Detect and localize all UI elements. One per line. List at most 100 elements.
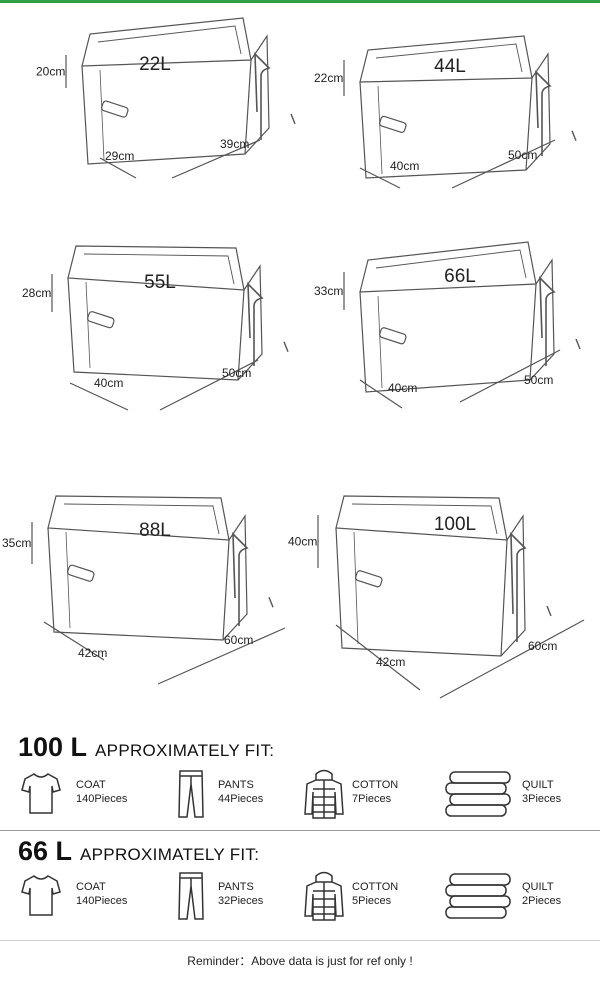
- box-lid: [67, 245, 245, 291]
- fit-item-name: COAT: [76, 779, 106, 791]
- zipper-pull: [546, 605, 552, 617]
- lid-zip-line: [83, 253, 235, 285]
- width-label: 39cm: [220, 137, 249, 151]
- zipper-pull: [571, 130, 577, 142]
- depth-dimension-line: [359, 167, 401, 189]
- zipper-pull: [575, 338, 581, 350]
- box-handle: [87, 311, 115, 329]
- box-seam: [377, 295, 383, 389]
- zipper-pull: [290, 113, 296, 125]
- fit-row-100: COAT 140Pieces PANTS 44Pieces COTTON 7Pi…: [0, 764, 600, 826]
- height-label: 33cm: [314, 284, 343, 298]
- fit-item-count: 7Pieces: [352, 793, 392, 805]
- box-seam: [85, 281, 91, 369]
- width-dimension-line: [159, 359, 259, 411]
- height-label: 22cm: [314, 71, 343, 85]
- box-seam: [377, 85, 383, 175]
- box-window: [535, 69, 552, 156]
- capacity-label: 66L: [444, 266, 476, 287]
- box-edge: [222, 539, 230, 641]
- top-accent-bar: [0, 0, 600, 3]
- box-handle: [101, 100, 129, 118]
- depth-label: 42cm: [78, 646, 107, 660]
- box-window: [232, 532, 249, 626]
- depth-dimension-line: [69, 382, 129, 411]
- depth-label: 29cm: [105, 149, 134, 163]
- fit-item-name: QUILT: [522, 881, 554, 893]
- box-handle: [67, 564, 95, 582]
- fit-item-name: COTTON: [352, 779, 399, 791]
- lid-zip-line: [351, 503, 498, 535]
- depth-label: 40cm: [388, 381, 417, 395]
- width-dimension-line: [459, 349, 561, 403]
- box-handle: [379, 327, 407, 345]
- depth-label: 42cm: [376, 655, 405, 669]
- jacket-icon: [304, 769, 344, 819]
- box-lid: [47, 495, 230, 541]
- section-divider: [0, 830, 600, 831]
- box-body: [335, 514, 526, 657]
- box-lid: [335, 495, 508, 541]
- width-dimension-line: [451, 139, 556, 189]
- depth-label: 40cm: [94, 376, 123, 390]
- width-label: 50cm: [508, 148, 537, 162]
- height-label: 35cm: [2, 536, 31, 550]
- box-handle: [379, 115, 407, 133]
- box-body: [359, 258, 555, 393]
- lid-zip-line: [97, 25, 242, 55]
- box-edge: [500, 539, 508, 657]
- capacity-label: 100L: [434, 514, 476, 535]
- box-handle: [355, 570, 383, 588]
- fit-item-count: 5Pieces: [352, 895, 392, 907]
- box-lid: [359, 35, 533, 83]
- zipper-pull: [268, 596, 274, 608]
- width-dimension-line: [171, 139, 261, 179]
- box-window: [254, 51, 271, 140]
- pants-icon: [178, 770, 204, 818]
- fit-label: APPROXIMATELY FIT:: [95, 741, 275, 760]
- t-shirt-icon: [21, 773, 61, 814]
- box-body: [47, 514, 248, 641]
- fit-item-count: 140Pieces: [76, 895, 128, 907]
- capacity-label: 22L: [139, 54, 171, 75]
- box-lid: [359, 241, 537, 293]
- zipper-pull: [283, 341, 289, 352]
- fit-item-count: 3Pieces: [522, 793, 562, 805]
- pants-icon: [178, 872, 204, 920]
- depth-dimension-line: [335, 624, 421, 691]
- box-edge: [244, 59, 252, 155]
- fit-title-100: 100 L APPROXIMATELY FIT:: [18, 732, 274, 763]
- fit-item-name: COTTON: [352, 881, 399, 893]
- fit-item-name: PANTS: [218, 779, 254, 791]
- fit-capacity: 100 L: [18, 732, 88, 762]
- box-size-diagram: 22L 20cm 29cm 39cm 44L 22cm 40cm 50cm 55L 28cm 40c…: [2, 17, 585, 699]
- height-label: 28cm: [22, 286, 51, 300]
- fit-item-name: COAT: [76, 881, 106, 893]
- capacity-label: 88L: [139, 520, 171, 541]
- box-lid: [81, 17, 252, 67]
- box-body: [359, 52, 551, 179]
- fit-item-count: 2Pieces: [522, 895, 562, 907]
- height-label: 20cm: [36, 65, 65, 79]
- folded-quilt-icon: [445, 873, 511, 919]
- width-dimension-line: [439, 619, 585, 699]
- width-dimension-line: [157, 627, 286, 685]
- depth-dimension-line: [99, 157, 137, 179]
- fit-item-count: 44Pieces: [218, 793, 264, 805]
- fit-item-name: PANTS: [218, 881, 254, 893]
- capacity-label: 44L: [434, 56, 466, 77]
- fit-row-66: COAT 140Pieces PANTS 32Pieces COTTON 5Pi…: [0, 866, 600, 928]
- lid-zip-line: [375, 249, 527, 279]
- box-edge: [237, 289, 245, 381]
- fit-label: APPROXIMATELY FIT:: [80, 845, 260, 864]
- box-window: [247, 281, 264, 366]
- capacity-label: 55L: [144, 272, 176, 293]
- depth-dimension-line: [43, 621, 105, 661]
- box-seam: [99, 69, 105, 161]
- t-shirt-icon: [21, 875, 61, 916]
- box-body: [67, 264, 263, 381]
- fit-title-66: 66 L APPROXIMATELY FIT:: [18, 836, 259, 867]
- box-window: [510, 532, 527, 642]
- lid-zip-line: [375, 43, 523, 73]
- width-label: 50cm: [222, 366, 251, 380]
